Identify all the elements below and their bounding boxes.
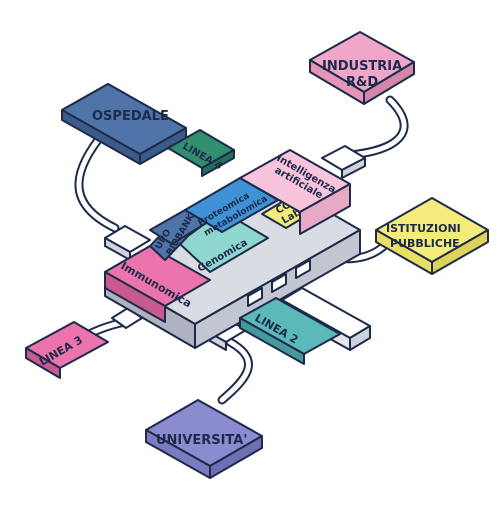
node-linea4[interactable]: LINEA 4 bbox=[167, 129, 235, 177]
node-industria[interactable]: INDUSTRIA R&D bbox=[309, 31, 415, 105]
node-industria-label-2: R&D bbox=[346, 75, 378, 90]
node-istituzioni-label-2: PUBBLICHE bbox=[390, 237, 460, 250]
node-ospedale[interactable]: OSPEDALE bbox=[61, 83, 187, 165]
hub-sockets bbox=[247, 259, 311, 307]
node-ospedale-label: OSPEDALE bbox=[92, 109, 169, 124]
hub: Immunomica Genomica UPO BIOBANK Proteomi… bbox=[104, 149, 361, 349]
tile-proteomica[interactable]: Proteomica metabolomica bbox=[184, 177, 279, 239]
node-linea2[interactable]: LINEA 2 bbox=[239, 297, 341, 365]
tile-immunomica[interactable]: Immunomica bbox=[104, 245, 211, 323]
node-universita-label: UNIVERSITA' bbox=[156, 433, 247, 448]
node-industria-label-1: INDUSTRIA bbox=[322, 59, 402, 74]
node-istituzioni-label-1: ISTITUZIONI bbox=[386, 222, 461, 235]
node-universita[interactable]: UNIVERSITA' bbox=[145, 399, 263, 479]
node-istituzioni[interactable]: ISTITUZIONI PUBBLICHE bbox=[375, 197, 489, 275]
